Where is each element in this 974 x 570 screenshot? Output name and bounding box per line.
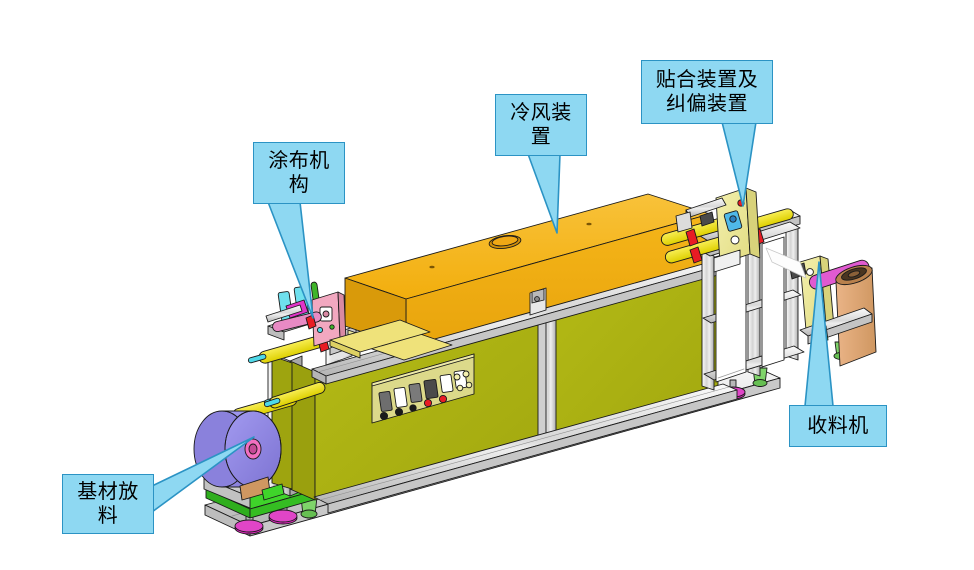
- callout-substrate-unwind[interactable]: 基材放 料: [62, 474, 154, 534]
- operator-control-panel: [371, 353, 475, 424]
- callout-rewinder[interactable]: 收料机: [789, 405, 887, 447]
- material-web-path: [765, 247, 807, 279]
- cabinet-right-end-plate: [713, 249, 741, 273]
- lower-green-block-left: [261, 483, 285, 501]
- coating-tray: [329, 319, 431, 359]
- hood-mount-bracket: [529, 287, 547, 316]
- callout-cold-air-device[interactable]: 冷风装 置: [495, 94, 587, 156]
- right-frame-structure: [699, 221, 805, 391]
- callout-coating-mechanism[interactable]: 涂布机 构: [253, 142, 345, 204]
- laminating-deviation-unit: [660, 187, 794, 265]
- coating-mechanism-assembly: [265, 281, 347, 347]
- callout-laminating-deviation-unit[interactable]: 贴合装置及 纠偏装置: [641, 60, 773, 124]
- unwind-shaft: [263, 381, 326, 409]
